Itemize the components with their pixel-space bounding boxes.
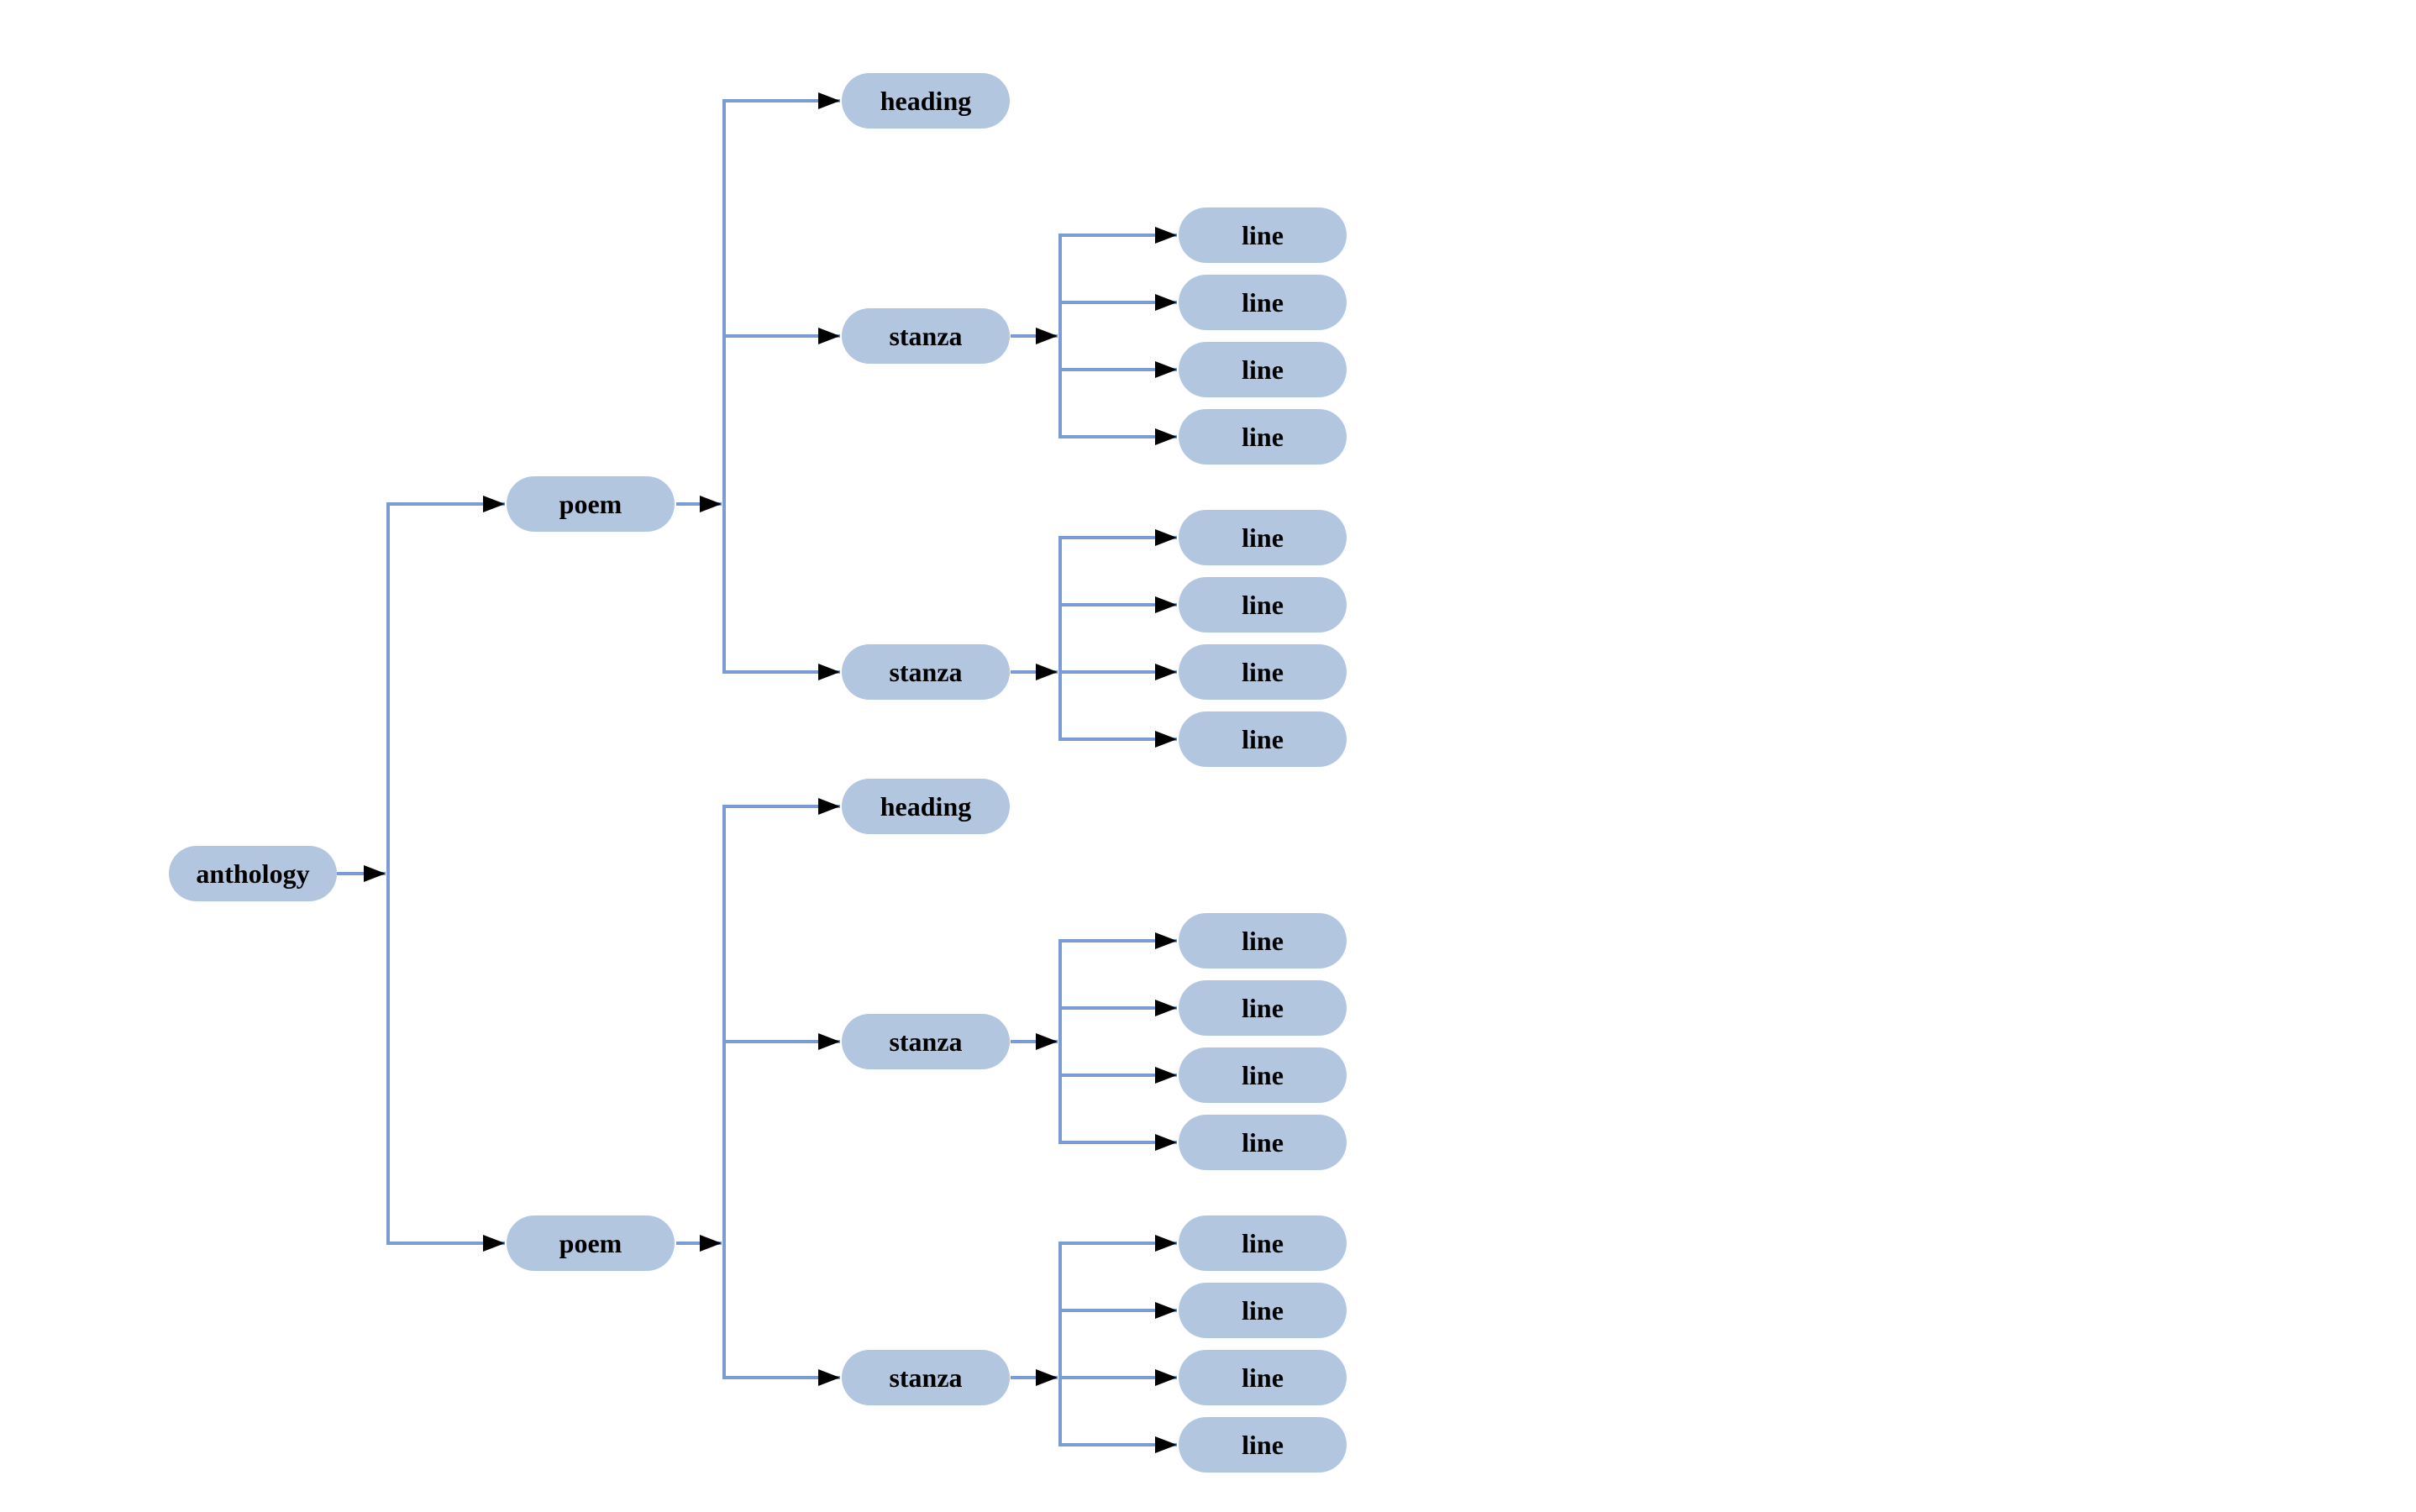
node-line-3-3: line: [1179, 1047, 1347, 1103]
node-line-3-4: line: [1179, 1115, 1347, 1170]
node-line-1-4: line: [1179, 409, 1347, 465]
node-line-2-3: line: [1179, 644, 1347, 700]
branch-arrows: [388, 92, 1177, 1453]
node-stanza-3: stanza: [842, 1014, 1010, 1069]
node-line-1-1: line: [1179, 207, 1347, 263]
node-line-2-1: line: [1179, 510, 1347, 565]
node-line-3-1: line: [1179, 913, 1347, 969]
node-line-1-2: line: [1179, 275, 1347, 330]
stub-arrows: [337, 328, 1058, 1386]
node-poem-2: poem: [507, 1215, 675, 1271]
node-line-4-4: line: [1179, 1417, 1347, 1473]
node-line-1-3: line: [1179, 342, 1347, 397]
node-line-4-2: line: [1179, 1283, 1347, 1338]
node-stanza-4: stanza: [842, 1350, 1010, 1405]
node-stanza-2: stanza: [842, 644, 1010, 700]
node-line-3-2: line: [1179, 980, 1347, 1036]
node-heading-2: heading: [842, 779, 1010, 834]
node-line-2-4: line: [1179, 711, 1347, 767]
trunk-lines: [386, 99, 1062, 1446]
node-line-4-1: line: [1179, 1215, 1347, 1271]
node-anthology: anthology: [169, 846, 337, 901]
node-line-4-3: line: [1179, 1350, 1347, 1405]
node-poem-1: poem: [507, 476, 675, 532]
node-line-2-2: line: [1179, 577, 1347, 633]
node-stanza-1: stanza: [842, 308, 1010, 364]
node-heading-1: heading: [842, 73, 1010, 129]
